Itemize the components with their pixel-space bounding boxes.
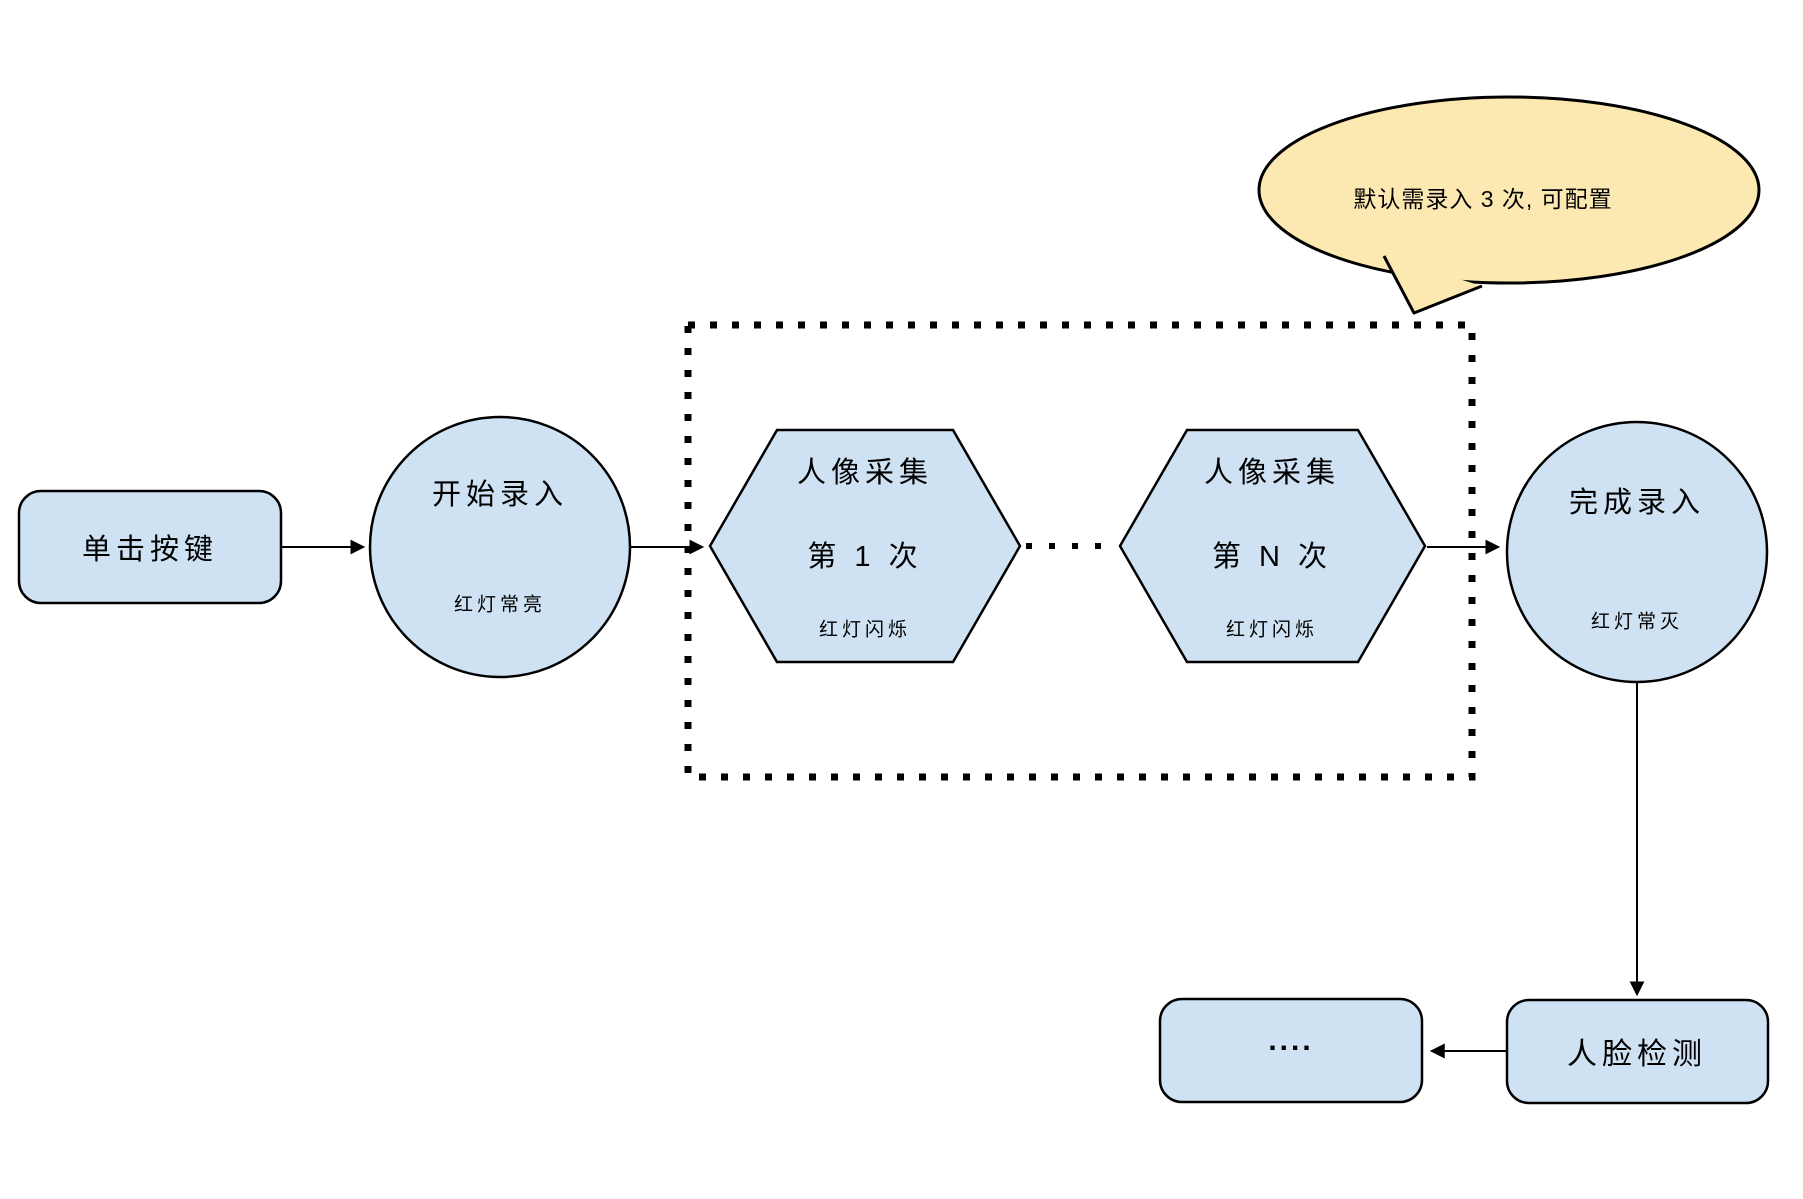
start-entry-status-label: 红灯常亮 (453, 594, 547, 616)
finish-entry-label: 完成录入 (1568, 487, 1706, 519)
start-entry-label: 开始录入 (431, 479, 569, 511)
callout-bubble (1257, 95, 1761, 285)
capture-nth-sequence-label: 第 N 次 (1211, 541, 1333, 573)
capture-nth-label: 人像采集 (1203, 457, 1341, 489)
capture-nth-status-label: 红灯闪烁 (1225, 619, 1319, 641)
capture-first-hexagon-node (708, 428, 1022, 664)
capture-first-sequence-label: 第 1 次 (807, 541, 923, 573)
continuation-label: .... (1268, 1024, 1314, 1057)
finish-entry-status-label: 红灯常灭 (1590, 611, 1684, 633)
callout-tail-fill (1384, 256, 1482, 313)
finish-entry-node (1505, 420, 1769, 684)
capture-nth-hexagon-node (1118, 428, 1427, 664)
face-detection-label: 人脸检测 (1567, 1038, 1707, 1071)
capture-loop-dotted-border (684, 321, 1476, 781)
callout-tail-outline (1382, 255, 1483, 315)
callout-text: 默认需录入 3 次, 可配置 (1353, 186, 1613, 212)
continuation-node (1158, 997, 1424, 1104)
click-button-label: 单击按键 (81, 534, 219, 566)
capture-first-status-label: 红灯闪烁 (818, 619, 912, 641)
capture-first-label: 人像采集 (796, 457, 934, 489)
start-entry-node (368, 415, 632, 679)
